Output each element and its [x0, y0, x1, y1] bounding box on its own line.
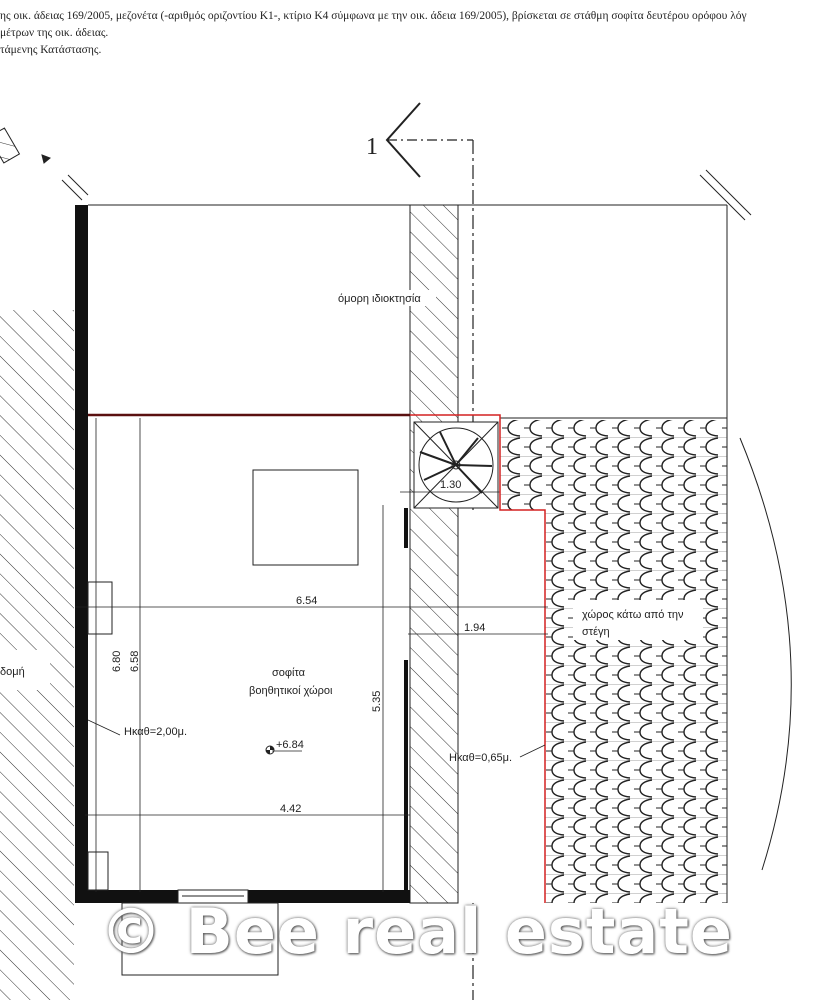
header-text-line-3: τάμενης Κατάστασης. [0, 44, 102, 56]
room-name: σοφίτα [272, 667, 306, 679]
under-roof-label-2: στέγη [582, 626, 610, 638]
neighbor-label-backing [334, 290, 436, 306]
dimension-4-42: 4.42 [280, 803, 301, 815]
left-label: δομή [0, 666, 25, 678]
balcony [121, 902, 279, 976]
dimension-stair: 1.30 [440, 479, 461, 491]
room-use: βοηθητικοί χώροι [249, 685, 333, 697]
dimension-6-58: 6.58 [129, 651, 141, 672]
dimension-6-54: 6.54 [296, 595, 317, 607]
dimension-5-35: 5.35 [371, 691, 383, 712]
header-text-line-1: ης οικ. άδειας 169/2005, μεζονέτα (-αριθ… [0, 10, 747, 22]
left-wall [75, 205, 88, 903]
neighbor-property-label: όμορη ιδιοκτησία [338, 293, 421, 305]
skylight [252, 469, 359, 566]
roof-arc [739, 437, 792, 871]
height-left: Hκαθ=2,00μ. [124, 726, 187, 738]
section-number: 1 [366, 134, 378, 160]
north-symbol-icon [0, 127, 89, 201]
height-right: Hκαθ=0,65μ. [449, 752, 512, 764]
header-text-line-2: μέτρων της οικ. άδειας. [0, 27, 109, 39]
dimension-6-80: 6.80 [111, 651, 123, 672]
level-marker-icon [265, 745, 302, 755]
dimension-1-94: 1.94 [464, 622, 485, 634]
spiral-stair-icon: 1.30 [400, 421, 500, 509]
watermark: © Bee real estate [100, 895, 733, 968]
wall-hatch [409, 204, 459, 904]
level-value: +6.84 [276, 739, 304, 751]
under-roof-label: χώρος κάτω από την [582, 609, 684, 621]
